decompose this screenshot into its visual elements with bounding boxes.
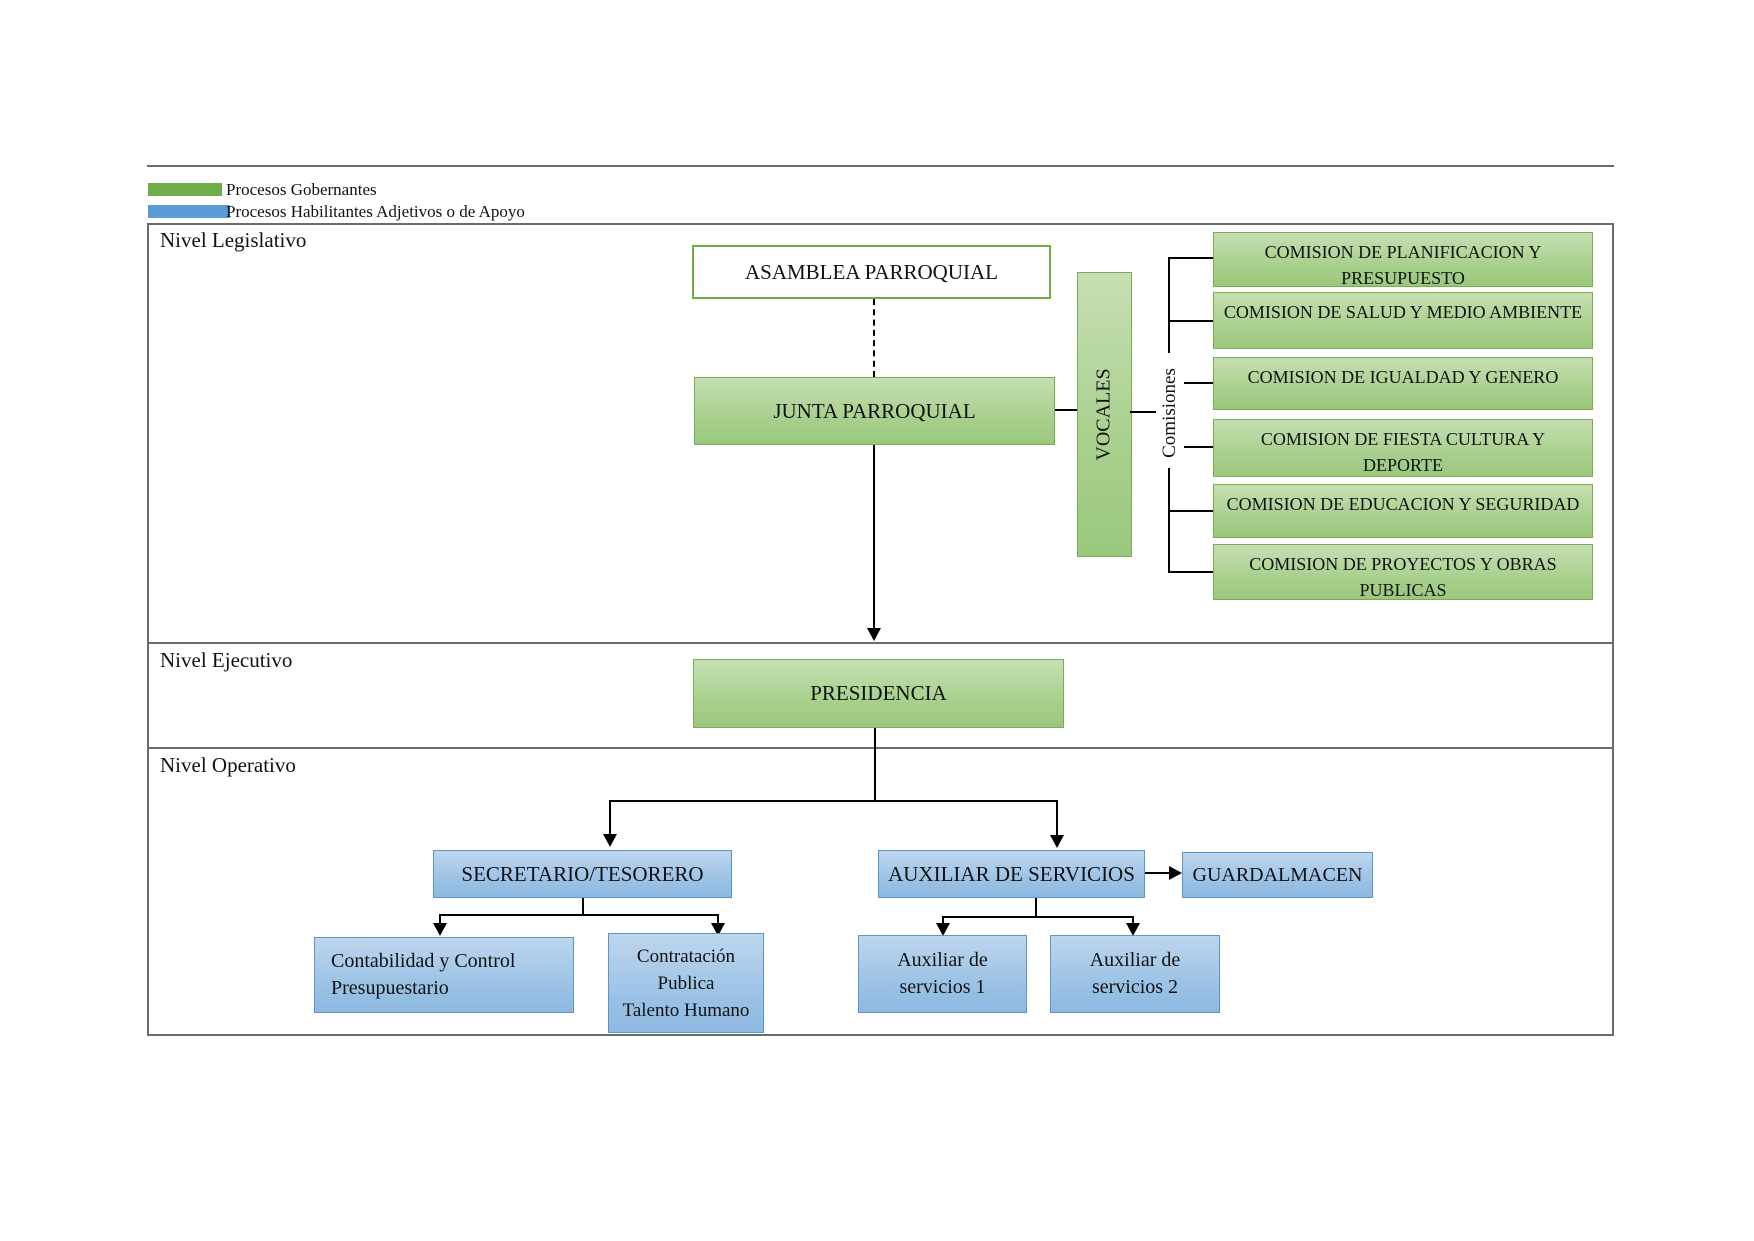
node-vocales-label: VOCALES [1093,368,1116,461]
contratacion-line3: Talento Humano [622,999,750,1021]
connector-presidencia-down [874,728,876,801]
arrowhead-secretario [603,834,617,847]
legend-label-support: Procesos Habilitantes Adjetivos o de Apo… [226,202,525,221]
header-rule [147,165,1614,167]
section-label-operativo: Nivel Operativo [160,753,296,777]
connector-to-secretario [609,800,611,834]
aux2-line1: Auxiliar de [1089,949,1181,971]
node-auxiliar-1: Auxiliar de servicios 1 [858,935,1027,1013]
arrowhead-presidencia [867,628,881,641]
arrowhead-guardalmacen [1169,866,1182,880]
diagram-frame [147,223,1614,1036]
node-vocales: VOCALES [1077,272,1132,557]
node-comision-proyectos: COMISION DE PROYECTOS Y OBRAS PUBLICAS [1213,544,1593,600]
comision-igualdad-line1: COMISION DE IGUALDAD Y GENERO [1247,367,1559,387]
comision-fiesta-line1: COMISION DE FIESTA CULTURA Y [1260,429,1546,449]
comision-planificacion-line1: COMISION DE PLANIFICACION Y [1264,242,1542,262]
node-comision-educacion: COMISION DE EDUCACION Y SEGURIDAD [1213,484,1593,538]
contabilidad-line2: Presupuestario [331,977,449,999]
legend-label-governing: Procesos Gobernantes [226,180,377,199]
node-auxiliar-2: Auxiliar de servicios 2 [1050,935,1220,1013]
node-presidencia: PRESIDENCIA [693,659,1064,728]
aux1-line2: servicios 1 [899,976,986,998]
connector-to-contabilidad [439,914,441,924]
contratacion-line1: Contratación [636,945,736,967]
connector-vocales-comisiones [1130,411,1156,413]
node-auxiliar-servicios: AUXILIAR DE SERVICIOS [878,850,1145,898]
comision-educacion-line1: COMISION DE EDUCACION Y SEGURIDAD [1226,494,1580,514]
legend-swatch-support [148,205,230,218]
bracket-stub-6 [1168,571,1213,573]
connector-junta-vocales [1055,409,1077,411]
connector-to-contratacion [717,914,719,924]
contratacion-line2: Publica [657,972,715,994]
comision-proyectos-line2: PUBLICAS [1359,580,1447,600]
node-comision-igualdad: COMISION DE IGUALDAD Y GENERO [1213,357,1593,410]
comisiones-label-wrap: Comisiones [1146,355,1194,470]
tbar-operativo [609,800,1058,802]
connector-to-aux1 [942,916,944,924]
contabilidad-line1: Contabilidad y Control [331,950,516,972]
divider-ejecutivo-operativo [147,747,1614,749]
tbar-secretario [439,914,719,916]
node-asamblea-parroquial: ASAMBLEA PARROQUIAL [692,245,1051,299]
bracket-upper [1168,257,1170,353]
tbar-auxiliar [942,916,1134,918]
arrowhead-auxiliar [1050,835,1064,848]
arrowhead-aux2 [1126,923,1140,936]
connector-secretario-down [582,898,584,915]
node-contratacion: Contratación Publica Talento Humano [608,933,764,1033]
section-label-legislativo: Nivel Legislativo [160,228,307,252]
section-label-ejecutivo: Nivel Ejecutivo [160,648,293,672]
bracket-stub-4 [1184,446,1213,448]
node-junta-parroquial: JUNTA PARROQUIAL [694,377,1055,445]
connector-auxiliar-down [1035,898,1037,917]
comisiones-label: Comisiones [1159,367,1181,458]
node-comision-planificacion: COMISION DE PLANIFICACION Y PRESUPUESTO [1213,232,1593,287]
comision-salud-line1: COMISION DE SALUD Y MEDIO AMBIENTE [1223,302,1583,322]
connector-asamblea-junta [873,299,875,377]
arrowhead-contratacion [711,923,725,936]
connector-junta-presidencia [873,445,875,629]
bracket-stub-1 [1168,257,1213,259]
node-contabilidad: Contabilidad y Control Presupuestario [314,937,574,1013]
arrowhead-aux1 [936,923,950,936]
bracket-lower [1168,468,1170,573]
comision-planificacion-line2: PRESUPUESTO [1341,268,1465,287]
comision-proyectos-line1: COMISION DE PROYECTOS Y OBRAS [1249,554,1557,574]
node-comision-salud: COMISION DE SALUD Y MEDIO AMBIENTE [1213,292,1593,349]
node-secretario-tesorero: SECRETARIO/TESORERO [433,850,732,898]
node-comision-fiesta: COMISION DE FIESTA CULTURA Y DEPORTE [1213,419,1593,477]
aux2-line2: servicios 2 [1091,976,1179,998]
bracket-stub-5 [1168,510,1213,512]
bracket-stub-3 [1184,382,1213,384]
connector-to-auxiliar [1056,800,1058,835]
connector-to-aux2 [1132,916,1134,924]
aux1-line1: Auxiliar de [897,949,988,971]
divider-legislativo-ejecutivo [147,642,1614,644]
legend-swatch-governing [148,183,222,196]
node-guardalmacen: GUARDALMACEN [1182,852,1373,898]
comision-fiesta-line2: DEPORTE [1363,455,1443,475]
arrowhead-contabilidad [433,923,447,936]
bracket-stub-2 [1168,320,1213,322]
connector-auxiliar-guardalmacen [1145,872,1169,874]
